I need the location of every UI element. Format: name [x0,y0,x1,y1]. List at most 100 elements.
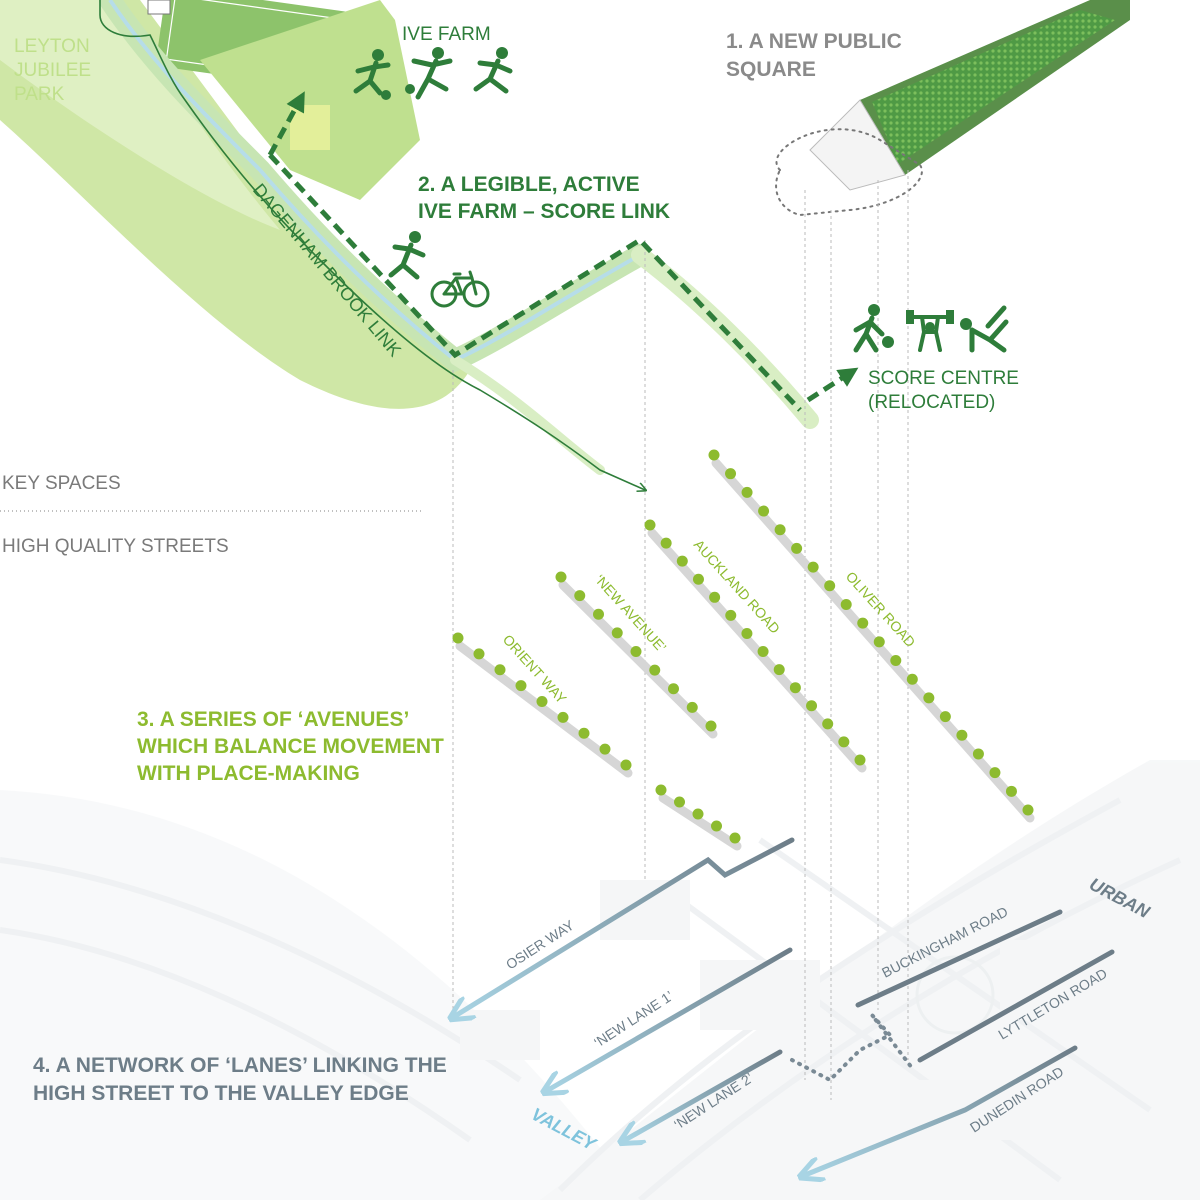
avenue-tree-dot [649,664,661,676]
ive-score-link-route [267,91,859,412]
avenue-tree-dot [578,727,590,739]
avenue-tree-dot [574,590,586,602]
avenue-tree-dot [1005,785,1017,797]
avenue-tree-dot [758,505,770,517]
runner-icon [388,231,426,280]
lane-buckingham-road [855,909,1063,1008]
avenue-tree-dot [709,591,721,603]
label-orient-way: ORIENT WAY [500,631,570,707]
avenue-tree-dot [611,627,623,639]
lane-lyttleton-road [917,949,1115,1063]
avenue-tree-dot [686,701,698,713]
avenue-tree-dot [757,646,769,658]
ive-farm-icons [353,47,513,100]
avenue-tree-dot [536,696,548,707]
avenue-new-avenue-b [655,784,742,851]
avenue-tree-dot [972,748,984,760]
park-area [0,0,470,409]
avenue-tree-dot [822,718,834,730]
avenue-tree-dot [620,759,632,771]
avenue-orient-way [452,632,633,778]
legend: KEY SPACES HIGH QUALITY STREETS [0,473,422,557]
avenue-tree-dot [692,573,704,585]
avenue-tree-dot [890,655,902,667]
avenue-tree-dot [741,627,753,639]
guide-lines [452,170,909,1100]
lane-new-lane-1 [548,947,793,1090]
link-icons [388,231,490,308]
weightlifting-icon [906,310,954,352]
avenue-tree-dot [452,632,464,644]
legend-high-quality-streets: HIGH QUALITY STREETS [2,536,229,557]
avenue-shadow [658,793,742,851]
avenue-tree-dot [705,720,717,732]
avenue-tree-dot [906,673,918,685]
football-icon [405,47,453,100]
avenue-tree-dot [806,700,818,712]
base-map [0,760,1200,1200]
avenue-tree-dot [824,580,836,592]
avenue-tree-dot [939,711,951,723]
avenue-tree-dot [668,683,679,695]
avenue-tree-dot [725,609,737,621]
avenue-auckland-road [644,519,867,773]
lane-new-lane-2 [625,1049,783,1140]
avenue-tree-dot [789,682,801,694]
avenue-tree-dot [773,664,785,676]
avenue-tree-dot [630,646,642,657]
avenue-tree-dot [555,571,567,583]
avenue-tree-dot [494,664,506,676]
bicycle-icon [430,270,490,308]
avenue-tree-dot [655,784,667,796]
brook-path-arrow [99,0,645,490]
avenue-tree-dot [692,808,704,820]
avenue-tree-dot [708,449,720,461]
score-icons [853,304,1009,353]
square-outline [775,128,923,217]
avenue-tree-dot [473,648,485,660]
avenue-tree-dot [774,524,786,536]
avenue-tree-dot [807,561,819,573]
legend-key-spaces: KEY SPACES [2,473,121,494]
avenue-tree-dot [515,680,527,692]
avenue-shadow [455,641,633,778]
avenue-tree-dot [674,796,685,808]
runner-icon [473,47,513,94]
lane-osier-way [455,837,795,1016]
gymnastics-icon [960,305,1009,353]
public-square-plan [775,0,1130,217]
avenue-tree-dot [725,468,737,480]
heading-avenues: 3. A SERIES OF ‘AVENUES’WHICH BALANCE MO… [137,708,444,785]
lane-connector [790,1013,914,1083]
avenue-tree-dot [711,820,722,832]
avenue-tree-dot [741,486,753,498]
avenue-tree-dot [593,608,604,620]
avenue-tree-dot [644,519,656,531]
ive-farm-label: IVE FARM [402,24,491,45]
avenues-layer [452,449,1035,851]
avenue-tree-dot [854,754,866,766]
avenue-new-avenue-a [555,571,718,739]
avenue-tree-dot [989,767,1001,779]
avenue-tree-dot [729,832,741,844]
lanes-layer [455,837,1115,1175]
avenue-tree-dot [791,542,803,554]
avenue-tree-dot [1022,804,1034,816]
avenue-tree-dot [557,711,569,723]
score-centre-label: SCORE CENTRE(RELOCATED) [868,368,1019,413]
avenue-tree-dot [840,598,852,610]
avenue-tree-dot [956,729,968,741]
basketball-icon [853,304,894,353]
avenue-tree-dot [676,555,688,567]
avenue-tree-dot [873,636,885,648]
avenue-tree-dot [857,617,869,629]
avenue-oliver-road [708,449,1035,823]
avenue-tree-dot [599,743,611,755]
avenue-tree-dot [923,692,935,704]
